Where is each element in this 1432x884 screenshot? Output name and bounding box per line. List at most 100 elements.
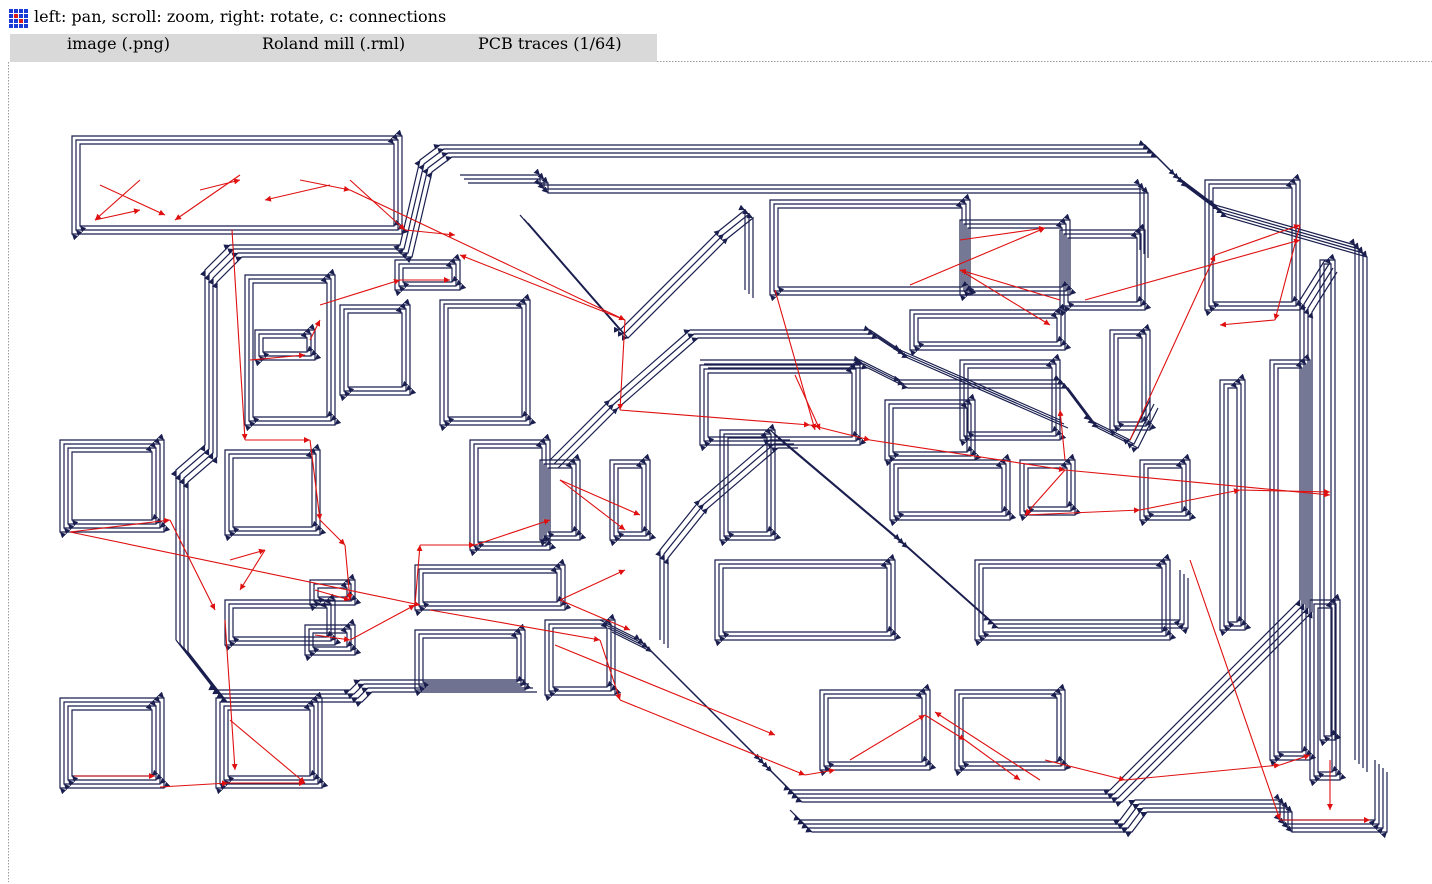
grid-app-icon-cell xyxy=(9,14,13,18)
trace-contour xyxy=(448,308,522,417)
connection-line xyxy=(559,479,626,531)
trace-contour xyxy=(968,368,1052,432)
trace-contour xyxy=(64,444,160,528)
trace-contour xyxy=(80,144,394,226)
trace-contour xyxy=(1205,180,1300,310)
trace-contour xyxy=(224,706,314,780)
connection-line xyxy=(229,719,306,784)
grid-app-icon-cell xyxy=(14,24,18,28)
trace-contour xyxy=(249,279,331,421)
trace-contour xyxy=(723,568,887,632)
trace-contour xyxy=(828,698,922,762)
connection-line xyxy=(69,517,171,533)
connection-line xyxy=(159,780,229,788)
connection-line xyxy=(1239,488,1331,495)
connection-line xyxy=(1084,238,1301,301)
image-png-button[interactable]: image (.png) xyxy=(67,34,170,53)
connection-line xyxy=(617,319,626,411)
trace-contour xyxy=(419,634,521,686)
connection-line xyxy=(959,269,1051,326)
trace-contour xyxy=(715,560,895,640)
connection-line xyxy=(1057,409,1066,461)
trace-contour xyxy=(983,568,1162,632)
grid-app-icon-cell xyxy=(9,9,13,13)
connection-line xyxy=(1124,762,1281,781)
connection-line xyxy=(349,189,626,321)
trace-contour xyxy=(423,638,517,682)
trace-contour xyxy=(415,630,525,690)
connection-line xyxy=(229,548,266,561)
connection-line xyxy=(404,229,456,238)
title-bar: left: pan, scroll: zoom, right: rotate, … xyxy=(0,0,1432,34)
connection-line xyxy=(619,699,806,776)
trace-contour xyxy=(76,140,398,230)
connection-line xyxy=(349,179,406,231)
trace-contour xyxy=(553,628,607,687)
trace-contour xyxy=(60,440,164,532)
trace-contour xyxy=(894,464,1006,516)
trace-contour xyxy=(403,268,452,282)
connection-line xyxy=(174,174,241,221)
connection-line xyxy=(559,569,626,601)
connection-line xyxy=(264,184,331,202)
trace-contour xyxy=(618,468,642,532)
trace-contour xyxy=(963,698,1057,762)
connection-line xyxy=(459,254,626,321)
trace-contour xyxy=(964,224,1066,291)
trace-contour xyxy=(60,698,164,788)
trace-contour xyxy=(440,300,530,425)
trace-contour xyxy=(415,565,565,610)
trace-contour xyxy=(719,564,891,636)
trace-contour xyxy=(549,624,611,691)
grid-app-icon xyxy=(9,9,28,28)
connection-line xyxy=(319,278,401,306)
trace-contour xyxy=(1224,384,1241,626)
connection-line xyxy=(1024,469,1066,516)
connection-line xyxy=(94,179,141,221)
trace-contour xyxy=(889,404,971,456)
connection-line xyxy=(349,604,416,641)
canvas-border-top xyxy=(657,61,1432,62)
toolbar: image (.png) Roland mill (.rml) PCB trac… xyxy=(10,34,657,62)
trace-contour xyxy=(460,168,1141,250)
connection-line xyxy=(99,184,166,216)
trace-contour xyxy=(216,698,322,788)
trace-contour xyxy=(979,564,1166,636)
trace-contour xyxy=(918,318,1057,342)
connection-line xyxy=(1139,488,1241,511)
connection-line xyxy=(314,634,351,643)
connection-line xyxy=(599,639,621,701)
trace-contour xyxy=(1320,260,1335,740)
grid-app-icon-cell xyxy=(19,19,23,23)
roland-mill-rml-button[interactable]: Roland mill (.rml) xyxy=(262,34,406,53)
trace-contour xyxy=(774,204,966,291)
connection-line xyxy=(231,229,248,441)
trace-contour xyxy=(233,458,312,527)
trace-contour xyxy=(1228,388,1237,622)
trace-contour xyxy=(68,448,156,524)
trace-contour xyxy=(824,694,926,766)
connection-line xyxy=(774,289,817,431)
grid-app-icon-cell xyxy=(24,24,28,28)
trace-toolpaths xyxy=(60,136,1388,839)
hint-text: left: pan, scroll: zoom, right: rotate, … xyxy=(34,7,447,26)
pcb-traces-button[interactable]: PCB traces (1/64) xyxy=(478,34,622,53)
trace-contour xyxy=(464,172,1145,254)
connection-line xyxy=(869,439,1066,473)
trace-contour xyxy=(444,304,526,421)
trace-contour xyxy=(478,448,542,542)
trace-contour xyxy=(700,365,860,445)
connection-line xyxy=(964,739,1021,781)
trace-contour xyxy=(548,468,572,532)
grid-app-icon-cell xyxy=(14,14,18,18)
trace-contour xyxy=(72,710,152,776)
connection-line xyxy=(224,619,238,771)
trace-contour xyxy=(309,629,351,651)
connection-line xyxy=(94,208,141,221)
connection-line xyxy=(849,714,926,761)
connection-line xyxy=(804,768,836,776)
trace-contour xyxy=(955,690,1065,770)
trace-contour xyxy=(708,373,852,437)
connection-line xyxy=(309,319,321,341)
